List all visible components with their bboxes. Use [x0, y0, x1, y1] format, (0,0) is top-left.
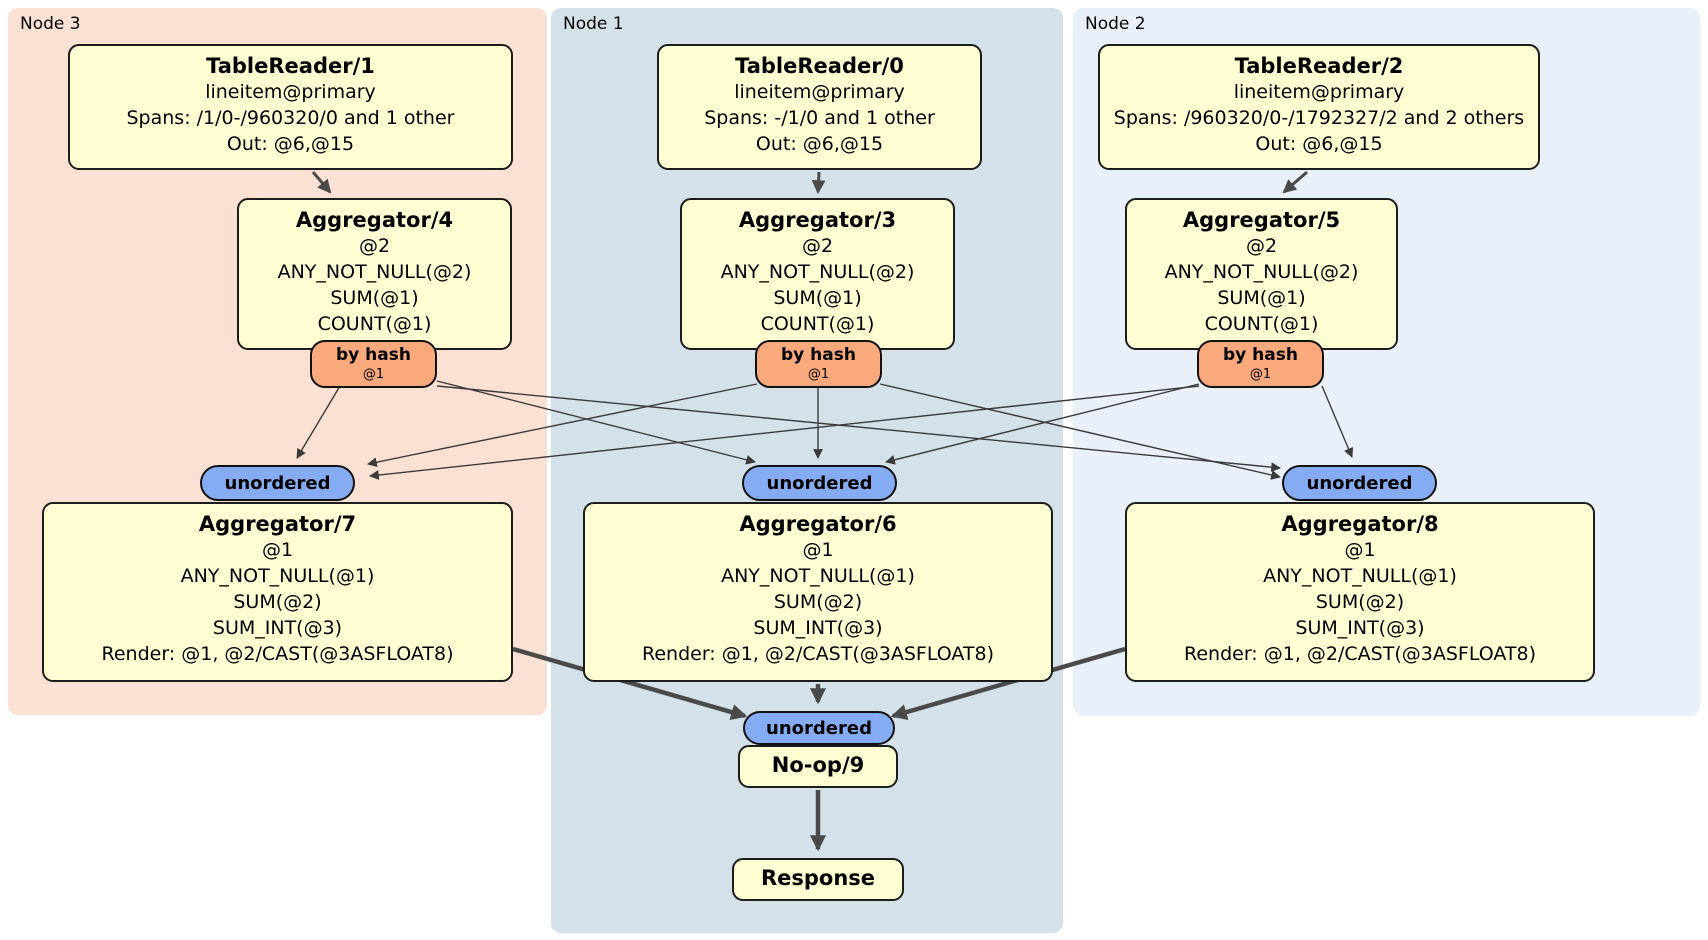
router-by-hash-4: by hash @1	[310, 340, 437, 388]
sync-unordered-final: unordered	[743, 711, 895, 745]
sync-unordered-8: unordered	[1282, 465, 1437, 501]
processor-title: TableReader/2	[1234, 54, 1404, 78]
processor-aggregator-8: Aggregator/8 @1 ANY_NOT_NULL(@1) SUM(@2)…	[1125, 502, 1595, 682]
processor-line: COUNT(@1)	[760, 313, 875, 335]
processor-title: Aggregator/4	[295, 208, 454, 232]
processor-response: Response	[732, 858, 904, 901]
processor-line: @2	[1245, 235, 1278, 257]
sync-label: unordered	[766, 718, 872, 739]
processor-line: ANY_NOT_NULL(@1)	[180, 565, 375, 587]
processor-line: @1	[802, 539, 834, 561]
processor-line: Spans: /1/0-/960320/0 and 1 other	[126, 107, 455, 129]
processor-line: Render: @1, @2/CAST(@3ASFLOAT8)	[1184, 643, 1536, 665]
processor-line: ANY_NOT_NULL(@1)	[1263, 565, 1457, 587]
region-label-node2: Node 2	[1085, 14, 1146, 34]
router-detail: @1	[362, 367, 385, 382]
processor-tablereader-2: TableReader/2 lineitem@primary Spans: /9…	[1098, 44, 1540, 170]
processor-line: ANY_NOT_NULL(@2)	[1164, 261, 1359, 283]
processor-line: SUM(@1)	[1217, 287, 1306, 309]
processor-line: COUNT(@1)	[1204, 313, 1319, 335]
processor-title: Aggregator/7	[198, 512, 357, 536]
processor-title: Aggregator/8	[1281, 512, 1439, 536]
router-label: by hash	[336, 345, 411, 365]
processor-line: Spans: /960320/0-/1792327/2 and 2 others	[1113, 107, 1525, 129]
processor-line: lineitem@primary	[734, 81, 905, 103]
router-by-hash-5: by hash @1	[1197, 340, 1324, 388]
processor-line: SUM(@2)	[233, 591, 322, 613]
router-detail: @1	[1249, 367, 1272, 382]
processor-title: Aggregator/3	[738, 208, 897, 232]
processor-line: ANY_NOT_NULL(@1)	[721, 565, 915, 587]
processor-line: SUM_INT(@3)	[753, 617, 883, 639]
processor-noop-9: No-op/9	[738, 745, 898, 788]
processor-line: Out: @6,@15	[755, 133, 884, 155]
processor-aggregator-3: Aggregator/3 @2 ANY_NOT_NULL(@2) SUM(@1)…	[680, 198, 955, 350]
processor-line: COUNT(@1)	[317, 313, 432, 335]
processor-title: TableReader/1	[206, 54, 375, 78]
processor-line: SUM(@2)	[773, 591, 863, 613]
router-detail: @1	[807, 367, 830, 382]
processor-title: Aggregator/5	[1182, 208, 1341, 232]
processor-line: Out: @6,@15	[226, 133, 355, 155]
processor-tablereader-0: TableReader/0 lineitem@primary Spans: -/…	[657, 44, 982, 170]
processor-line: ANY_NOT_NULL(@2)	[277, 261, 472, 283]
processor-line: SUM(@1)	[773, 287, 862, 309]
processor-tablereader-1: TableReader/1 lineitem@primary Spans: /1…	[68, 44, 513, 170]
processor-line: @1	[261, 539, 294, 561]
processor-line: SUM(@2)	[1315, 591, 1405, 613]
processor-line: Spans: -/1/0 and 1 other	[704, 107, 935, 129]
sync-unordered-6: unordered	[742, 465, 897, 501]
sync-label: unordered	[766, 473, 873, 494]
processor-title: Response	[760, 866, 876, 890]
processor-line: ANY_NOT_NULL(@2)	[720, 261, 915, 283]
processor-title: No-op/9	[771, 753, 865, 777]
region-label-node1: Node 1	[563, 14, 624, 34]
processor-aggregator-4: Aggregator/4 @2 ANY_NOT_NULL(@2) SUM(@1)…	[237, 198, 512, 350]
processor-line: Out: @6,@15	[1255, 133, 1383, 155]
processor-line: @2	[801, 235, 834, 257]
sync-label: unordered	[224, 473, 331, 494]
router-label: by hash	[1223, 345, 1298, 365]
processor-aggregator-7: Aggregator/7 @1 ANY_NOT_NULL(@1) SUM(@2)…	[42, 502, 513, 682]
router-by-hash-3: by hash @1	[755, 340, 882, 388]
processor-line: lineitem@primary	[1233, 81, 1405, 103]
processor-aggregator-5: Aggregator/5 @2 ANY_NOT_NULL(@2) SUM(@1)…	[1125, 198, 1398, 350]
processor-title: TableReader/0	[735, 54, 904, 78]
processor-title: Aggregator/6	[739, 512, 897, 536]
processor-line: @1	[1344, 539, 1376, 561]
processor-line: SUM_INT(@3)	[212, 617, 343, 639]
processor-line: lineitem@primary	[205, 81, 376, 103]
sync-unordered-7: unordered	[200, 465, 355, 501]
router-label: by hash	[781, 345, 856, 365]
region-label-node3: Node 3	[20, 14, 81, 34]
sync-label: unordered	[1306, 473, 1413, 494]
processor-aggregator-6: Aggregator/6 @1 ANY_NOT_NULL(@1) SUM(@2)…	[583, 502, 1053, 682]
processor-line: Render: @1, @2/CAST(@3ASFLOAT8)	[101, 643, 454, 665]
processor-line: SUM_INT(@3)	[1295, 617, 1425, 639]
processor-line: Render: @1, @2/CAST(@3ASFLOAT8)	[642, 643, 994, 665]
processor-line: @2	[358, 235, 391, 257]
processor-line: SUM(@1)	[330, 287, 419, 309]
